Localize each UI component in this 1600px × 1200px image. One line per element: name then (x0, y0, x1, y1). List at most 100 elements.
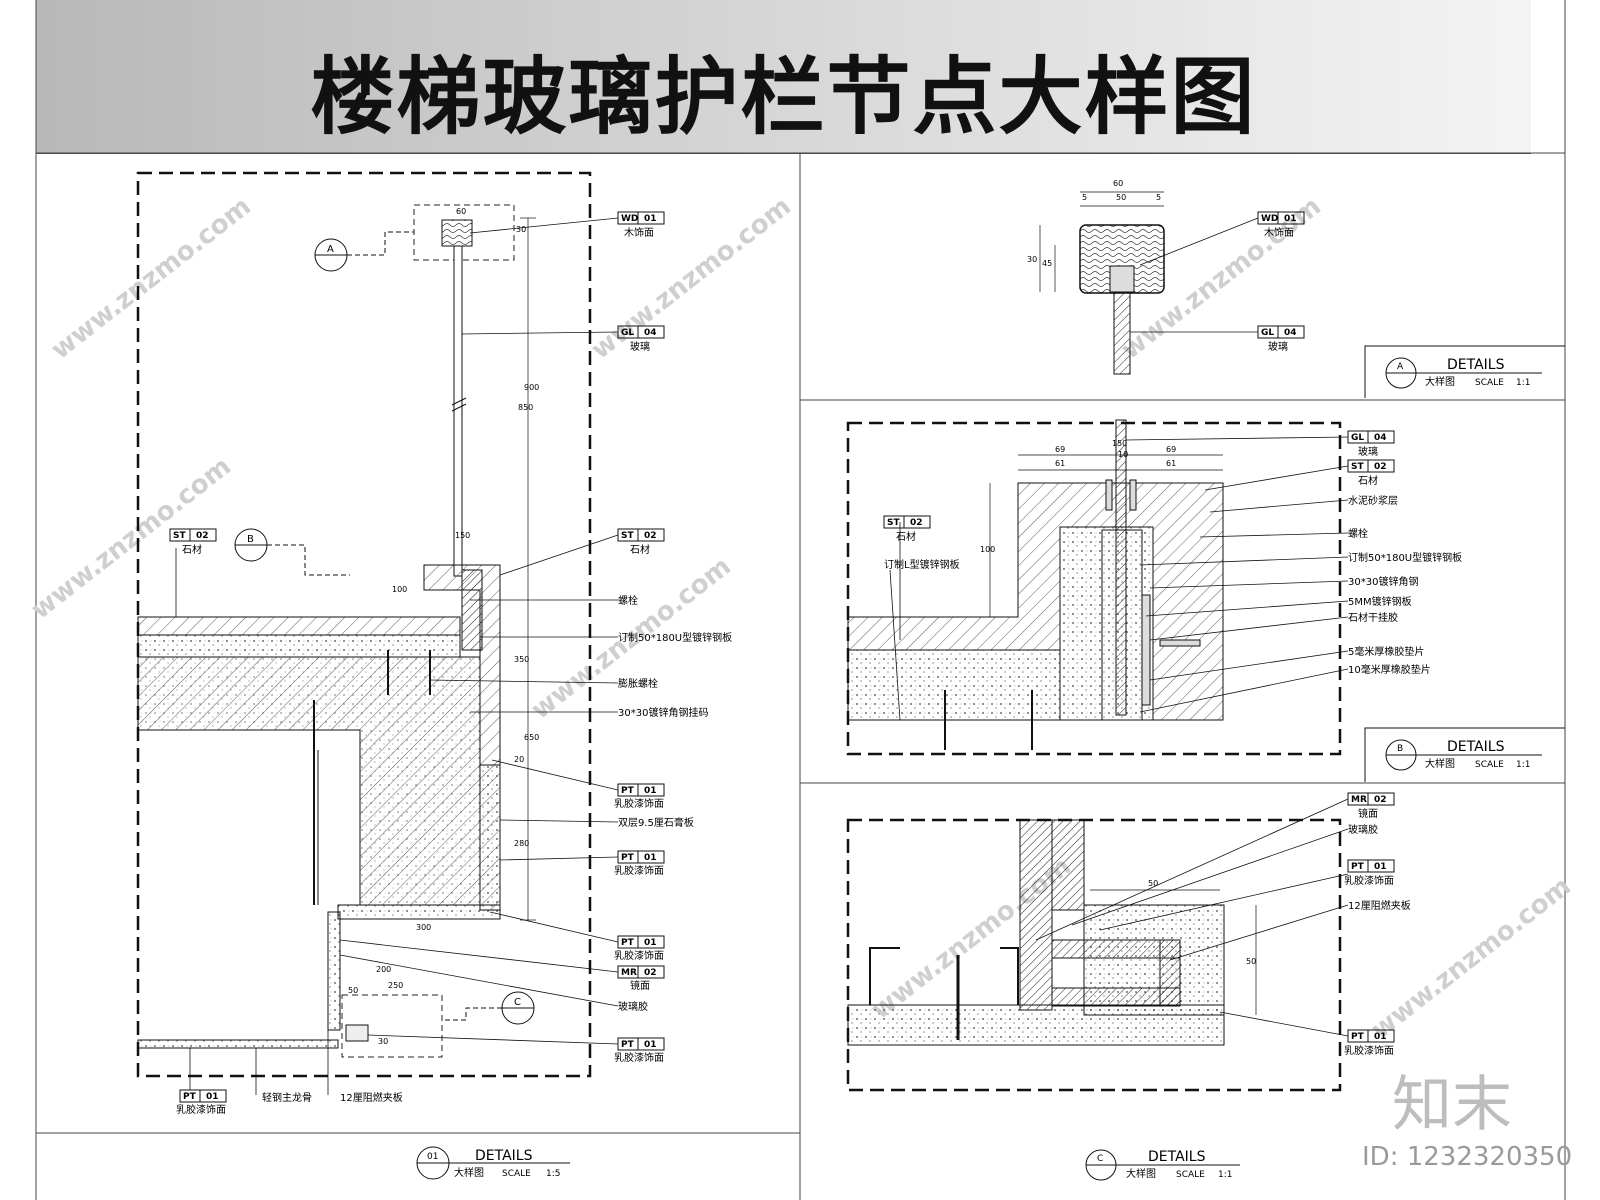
svg-text:ST: ST (173, 531, 186, 541)
svg-text:www.znzmo.com: www.znzmo.com (46, 192, 257, 366)
svg-text:60: 60 (456, 207, 466, 216)
detail-a-title: A DETAILS 大样图 SCALE 1:1 (1364, 345, 1565, 398)
detail-01-title: 01 DETAILS 大样图 SCALE 1:5 (416, 1146, 570, 1180)
svg-text:石材: 石材 (182, 543, 202, 556)
detail-01-note-texts: 螺栓 订制50*180U型镀锌钢板 膨胀螺栓 30*30镀锌角钢挂码 双层9.5… (262, 594, 732, 1104)
tag-st02-detail01-left: ST 02 石材 (169, 528, 217, 556)
svg-text:10: 10 (1118, 450, 1128, 459)
svg-text:01: 01 (1284, 214, 1297, 224)
svg-text:20: 20 (514, 755, 524, 764)
svg-text:1:1: 1:1 (1516, 378, 1530, 388)
svg-text:5: 5 (1082, 193, 1087, 202)
detail-c-callouts (1035, 798, 1349, 1037)
svg-text:01: 01 (644, 853, 657, 863)
page-title: 楼梯玻璃护栏节点大样图 (310, 48, 1257, 146)
svg-text:02: 02 (644, 531, 657, 541)
svg-text:玻璃: 玻璃 (630, 340, 650, 353)
svg-text:02: 02 (644, 968, 657, 978)
svg-text:轻钢主龙骨: 轻钢主龙骨 (262, 1091, 312, 1104)
svg-text:订制L型镀锌钢板: 订制L型镀锌钢板 (884, 558, 960, 571)
svg-text:02: 02 (1374, 795, 1387, 805)
svg-text:订制50*180U型镀锌钢板: 订制50*180U型镀锌钢板 (618, 631, 732, 644)
detail-01 (136, 171, 592, 1078)
svg-text:1:1: 1:1 (1516, 760, 1530, 770)
svg-text:玻璃: 玻璃 (1358, 445, 1378, 458)
svg-text:乳胶漆饰面: 乳胶漆饰面 (1344, 1044, 1394, 1057)
svg-text:5: 5 (1156, 193, 1161, 202)
svg-text:61: 61 (1055, 459, 1065, 468)
svg-text:04: 04 (1374, 433, 1387, 443)
svg-text:04: 04 (1284, 328, 1297, 338)
svg-text:大样图: 大样图 (1425, 757, 1455, 770)
svg-text:1:1: 1:1 (1218, 1170, 1232, 1180)
svg-text:乳胶漆饰面: 乳胶漆饰面 (614, 949, 664, 962)
svg-text:150: 150 (455, 531, 470, 540)
detail-c-note-texts: 玻璃胶 12厘阻燃夹板 (1348, 823, 1411, 912)
svg-text:大样图: 大样图 (1425, 375, 1455, 388)
ref-bubble-c: C (442, 991, 535, 1025)
svg-text:SCALE: SCALE (1475, 378, 1504, 388)
svg-text:DETAILS: DETAILS (1148, 1149, 1206, 1165)
svg-text:PT: PT (621, 853, 635, 863)
svg-text:螺栓: 螺栓 (618, 594, 638, 607)
svg-text:30*30镀锌角钢: 30*30镀锌角钢 (1348, 575, 1418, 588)
svg-text:850: 850 (518, 403, 533, 412)
tag-st02-detail01-right: ST 02 石材 (617, 528, 665, 556)
tag-pt01-detail01-a: PT 01 乳胶漆饰面 (614, 783, 665, 810)
svg-text:SCALE: SCALE (1475, 760, 1504, 770)
svg-text:200: 200 (376, 965, 391, 974)
svg-text:ST: ST (1351, 462, 1364, 472)
svg-text:SCALE: SCALE (1176, 1170, 1205, 1180)
svg-text:69: 69 (1166, 445, 1176, 454)
svg-text:水泥砂浆层: 水泥砂浆层 (1348, 494, 1398, 507)
svg-text:镜面: 镜面 (630, 979, 650, 992)
svg-text:玻璃胶: 玻璃胶 (1348, 823, 1378, 836)
svg-text:ST: ST (887, 518, 900, 528)
svg-text:DETAILS: DETAILS (475, 1148, 533, 1164)
svg-text:PT: PT (1351, 1032, 1365, 1042)
svg-text:B: B (1397, 744, 1403, 754)
svg-text:石材: 石材 (630, 543, 650, 556)
detail-b-note-texts: 水泥砂浆层 螺栓 订制50*180U型镀锌钢板 30*30镀锌角钢 5MM镀锌钢… (884, 494, 1462, 676)
svg-text:02: 02 (1374, 462, 1387, 472)
svg-text:100: 100 (392, 585, 407, 594)
svg-text:30: 30 (378, 1037, 388, 1046)
svg-text:乳胶漆饰面: 乳胶漆饰面 (1344, 874, 1394, 887)
svg-text:PT: PT (621, 938, 635, 948)
svg-text:50: 50 (1116, 193, 1126, 202)
svg-text:01: 01 (644, 1040, 657, 1050)
svg-text:650: 650 (524, 733, 539, 742)
svg-text:01: 01 (1374, 1032, 1387, 1042)
detail-b-title: B DETAILS 大样图 SCALE 1:1 (1364, 727, 1565, 782)
svg-text:PT: PT (621, 1040, 635, 1050)
svg-text:www.znzmo.com: www.znzmo.com (1366, 872, 1577, 1046)
svg-text:02: 02 (196, 531, 209, 541)
svg-text:GL: GL (1261, 328, 1274, 338)
svg-text:木饰面: 木饰面 (624, 226, 654, 239)
svg-text:ST: ST (621, 531, 634, 541)
svg-text:250: 250 (388, 981, 403, 990)
svg-text:50: 50 (348, 986, 358, 995)
svg-text:10毫米厚橡胶垫片: 10毫米厚橡胶垫片 (1348, 663, 1431, 676)
svg-text:45: 45 (1042, 259, 1052, 268)
ref-bubble-a: A (314, 231, 414, 272)
svg-text:01: 01 (644, 786, 657, 796)
svg-text:61: 61 (1166, 459, 1176, 468)
svg-text:GL: GL (621, 328, 634, 338)
svg-text:木饰面: 木饰面 (1264, 226, 1294, 239)
svg-text:PT: PT (621, 786, 635, 796)
svg-text:镜面: 镜面 (1358, 807, 1378, 820)
svg-text:乳胶漆饰面: 乳胶漆饰面 (614, 797, 664, 810)
detail-c: 50 50 (846, 818, 1342, 1092)
svg-text:12厘阻燃夹板: 12厘阻燃夹板 (1348, 899, 1411, 912)
svg-text:石材干挂胶: 石材干挂胶 (1348, 611, 1398, 624)
svg-text:乳胶漆饰面: 乳胶漆饰面 (176, 1103, 226, 1116)
svg-text:C: C (1097, 1154, 1103, 1164)
